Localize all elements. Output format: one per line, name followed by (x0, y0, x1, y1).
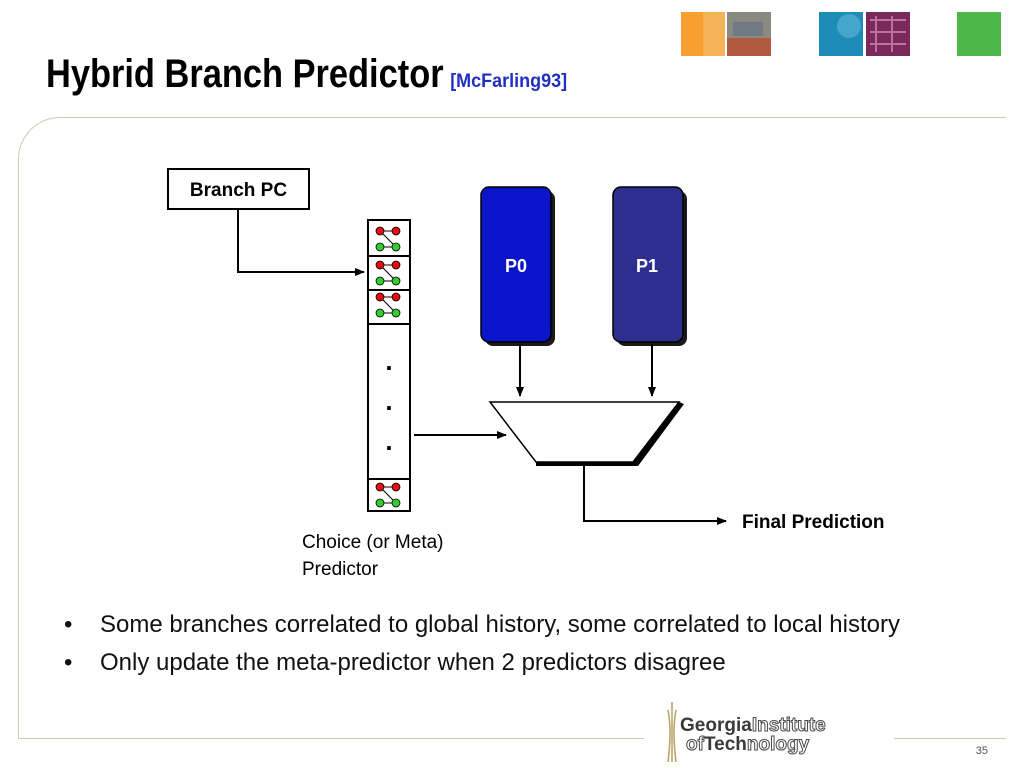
slide-title-text: Hybrid Branch Predictor (46, 52, 444, 96)
logo-word-tech: Tech (703, 734, 747, 755)
saturating-counter-entry (375, 226, 401, 252)
citation: [McFarling93] (450, 71, 568, 92)
predictor-p0: P0 (480, 186, 555, 346)
ellipsis-dot: . (385, 346, 392, 376)
bullet-list: • Some branches correlated to global hist… (62, 610, 942, 686)
bullet-text: Only update the meta-predictor when 2 pr… (100, 649, 726, 676)
circuit-photo-tile (866, 12, 910, 56)
branch-predictor-diagram: Branch PC . . . P0 P1 (167, 168, 885, 580)
logo-word-of: of (686, 734, 705, 755)
predictor-p1-label: P1 (636, 256, 658, 276)
logo-word-georgia: Georgia (680, 715, 752, 736)
campus-photo-tile (727, 12, 771, 56)
slide-title: Hybrid Branch Predictor [McFarling93] (46, 52, 567, 96)
output-arrow (583, 466, 727, 525)
green-tile (957, 12, 1001, 56)
predictor-p0-label: P0 (505, 256, 527, 276)
bullet-item: • Some branches correlated to global hist… (62, 610, 942, 640)
ellipsis-dot: . (385, 386, 392, 416)
orange-tile (681, 12, 725, 56)
ellipsis-dot: . (385, 426, 392, 456)
selection-mux (488, 401, 684, 466)
bullet-dot: • (64, 611, 73, 638)
final-prediction-label: Final Prediction (742, 512, 885, 533)
choice-predictor-table (367, 219, 411, 512)
pc-index-arrow (237, 209, 365, 276)
logo-mark (667, 702, 677, 763)
georgia-tech-logo: GeorgiaInstitute ofTechnology (644, 700, 894, 764)
predictor-p1: P1 (612, 186, 687, 346)
logo-word-institute: Institute (751, 715, 826, 736)
branch-pc-box: Branch PC (167, 168, 310, 210)
content-panel (18, 117, 1006, 739)
bullet-item: • Only update the meta-predictor when 2 p… (62, 648, 942, 678)
logo-wordmark: GeorgiaInstitute ofTechnology (680, 715, 826, 755)
page-number: 35 (975, 745, 988, 757)
choice-predictor-label-line2: Predictor (302, 559, 379, 580)
teal-tile (819, 12, 863, 56)
logo-word-nology: nology (746, 734, 810, 755)
choice-predictor-label-line1: Choice (or Meta) (302, 532, 444, 553)
saturating-counter-entry (375, 260, 401, 286)
saturating-counter-entry (375, 292, 401, 318)
branch-pc-label: Branch PC (190, 180, 287, 201)
bullet-dot: • (64, 649, 73, 676)
bullet-text: Some branches correlated to global histo… (100, 611, 900, 638)
saturating-counter-entry (375, 482, 401, 508)
